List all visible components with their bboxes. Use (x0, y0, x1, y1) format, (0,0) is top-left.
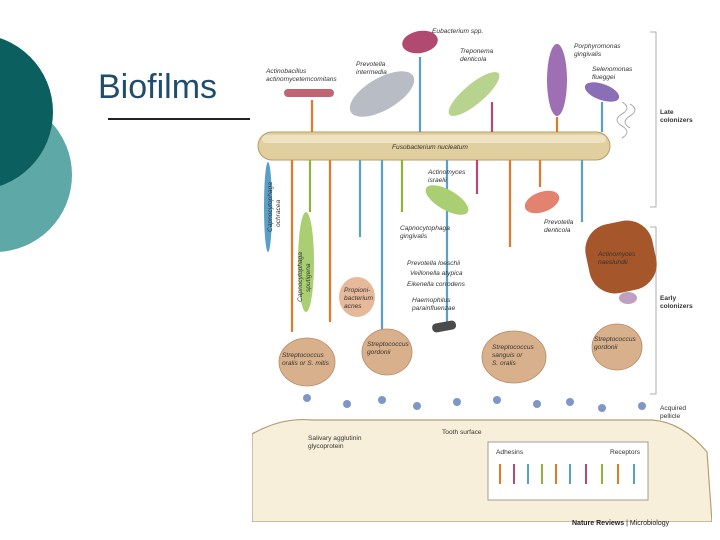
label-late-colonizers: Late (660, 109, 674, 116)
label-capnocytophaga-sputigena-2: sputigena (305, 263, 312, 292)
eubacterium-cell (402, 30, 438, 54)
label-adhesins: Adhesins (496, 449, 524, 456)
label-capnocytophaga-gingivalis-2: gingivalis (400, 233, 428, 240)
label-prevotella-intermedia: Prevotella (356, 61, 386, 68)
label-actinomyces-naeslundii-2: naeslundii (598, 259, 628, 266)
label-prevotella-denticola: Prevotella (544, 219, 574, 226)
late-colonizers (284, 30, 636, 139)
title-underline (108, 118, 250, 120)
label-receptors: Receptors (610, 449, 641, 456)
label-actinomyces-naeslundii: Actinomyces (597, 251, 636, 258)
label-fusobacterium: Fusobacterium nucleatum (392, 144, 468, 151)
label-strep-sanguis: Streptococcus (492, 344, 534, 351)
label-eikenella: Eikenella corrodens (407, 281, 466, 288)
label-propionibacterium-2: bacterium (344, 295, 373, 302)
label-porphyromonas-2: gingivalis (574, 51, 602, 58)
label-prevotella-intermedia-2: intermedia (356, 69, 387, 76)
capnocytophaga-sputigena-cell (298, 212, 314, 312)
label-acquired-pellicle-2: pellicle (660, 413, 680, 420)
porphyromonas-cell (547, 44, 567, 116)
label-actinobacillus: Actinobacillus (265, 68, 307, 75)
label-propionibacterium: Propioni- (344, 287, 371, 294)
selenomonas-flagella (616, 101, 636, 139)
oral-biofilm-diagram: Eubacterium spp. Treponema denticola Por… (252, 28, 712, 522)
late-bracket (650, 31, 657, 208)
credit-separator: | (626, 520, 630, 527)
zone-brackets (650, 31, 657, 395)
early-bracket (650, 226, 657, 395)
haemophilus-cell (432, 320, 457, 333)
label-selenomonas-2: flueggei (592, 74, 616, 81)
label-strep-mitis: Streptococcus (282, 352, 324, 359)
credit-journal: Microbiology (629, 520, 670, 527)
strep-gordonii-right-cell (591, 323, 643, 371)
treponema-cell (448, 72, 500, 116)
label-strep-gordonii-right-2: gordonii (594, 344, 618, 351)
label-propionibacterium-3: acnes (344, 303, 362, 310)
label-capnocytophaga-gingivalis: Capnocytophaga (400, 225, 450, 232)
label-prevotella-loeschii: Prevotella loeschii (407, 260, 461, 267)
label-capnocytophaga-ochracea-2: ochracea (275, 200, 282, 227)
selenomonas-cell (584, 82, 620, 102)
fusobacterium-cell (257, 131, 611, 161)
label-salivary-agglutinin-2: glycoprotein (308, 443, 344, 450)
diagram-labels: Eubacterium spp. Treponema denticola Por… (265, 28, 693, 456)
label-early-colonizers: Early (660, 295, 676, 302)
label-actinomyces-israelii: Actinomyces (427, 169, 466, 176)
label-salivary-agglutinin: Salivary agglutinin (308, 435, 362, 442)
credit-publisher: Nature Reviews (572, 520, 625, 527)
label-porphyromonas: Porphyromonas (574, 43, 621, 50)
strep-mitis-cell (278, 337, 336, 387)
decor-circle-dark (0, 38, 53, 186)
figure-credit: Nature Reviews | Microbiology (572, 520, 669, 527)
label-selenomonas: Selenomonas (592, 66, 633, 73)
label-strep-sanguis-2: sanguis or (492, 352, 523, 359)
slide-title: Biofilms (98, 68, 218, 106)
label-prevotella-denticola-2: denticola (544, 227, 571, 234)
label-strep-gordonii-right: Streptococcus (594, 336, 636, 343)
adhesin-receptor-legend (487, 441, 649, 501)
label-haemophilus-2: parainfluenzae (411, 305, 456, 312)
label-strep-mitis-2: oralis or S. mitis (282, 360, 330, 367)
capnocytophaga-ochracea-cell (264, 162, 272, 252)
actinomyces-naeslundii-cell (585, 220, 657, 304)
legend-symbols (499, 464, 635, 484)
label-veillonella: Veillonella atypica (410, 270, 463, 277)
actinobacillus-cell (284, 89, 334, 97)
label-capnocytophaga-ochracea: Capnocytophaga (267, 182, 274, 232)
label-strep-gordonii: Streptococcus (367, 341, 409, 348)
label-acquired-pellicle: Acquired (660, 405, 686, 412)
strep-sanguis-cell (481, 330, 547, 384)
label-eubacterium: Eubacterium spp. (432, 28, 483, 35)
prevotella-denticola-cell (524, 190, 560, 214)
decorative-circles (0, 38, 72, 252)
label-strep-gordonii-2: gordonii (367, 349, 391, 356)
strep-gordonii-cell (361, 328, 413, 376)
propionibacterium-cell (339, 277, 375, 317)
label-treponema: Treponema (460, 48, 494, 55)
label-late-colonizers-2: colonizers (660, 117, 693, 124)
label-treponema-2: denticola (460, 56, 487, 63)
prevotella-intermedia-cell (349, 71, 415, 117)
label-capnocytophaga-sputigena: Capnocytophaga (297, 252, 304, 302)
label-tooth-surface: Tooth surface (442, 429, 482, 436)
label-early-colonizers-2: colonizers (660, 303, 693, 310)
pellicle-receptors (303, 394, 646, 412)
label-actinomyces-israelii-2: israelii (428, 177, 447, 184)
label-haemophilus: Haemophilus (412, 297, 451, 304)
label-actinobacillus-2: actinomycetemcomitans (266, 76, 337, 83)
connector-stems (290, 57, 604, 332)
label-strep-sanguis-3: S. oralis (492, 360, 517, 367)
streptococcus-cells (278, 323, 643, 387)
actinomyces-israelii-cell (425, 185, 469, 215)
